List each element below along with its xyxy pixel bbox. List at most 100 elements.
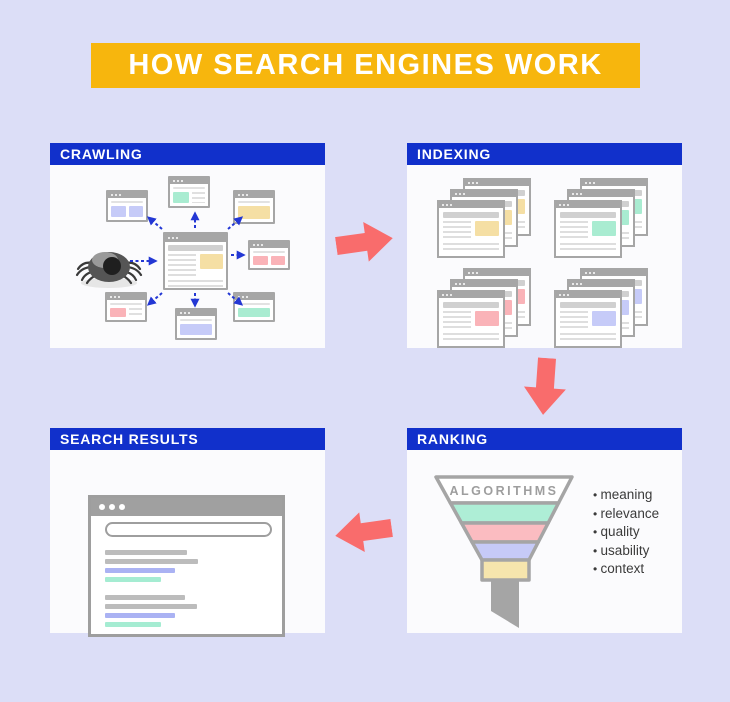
panel-search-results: SEARCH RESULTS [50, 428, 325, 637]
text-lines [192, 192, 205, 203]
window-dots-icon [107, 294, 145, 300]
text-line [253, 251, 285, 253]
content-block [110, 308, 127, 317]
content-block [199, 254, 223, 269]
window-content [107, 300, 145, 320]
text-line [110, 303, 142, 305]
window-dots-icon [569, 281, 633, 287]
arrow-ranking-to-results-icon [335, 512, 393, 552]
window-content [170, 184, 208, 206]
browser-window [554, 290, 622, 348]
panel-ranking-body: ALGORITHMS meaning relevance quality usa… [407, 450, 682, 633]
panel-crawling-body [50, 165, 325, 348]
text-line [173, 187, 205, 189]
browser-window [233, 190, 275, 224]
window-content [108, 198, 146, 220]
title-banner: HOW SEARCH ENGINES WORK [91, 43, 640, 88]
panel-crawling-header: CRAWLING [50, 143, 325, 165]
criteria-item: usability [593, 542, 659, 561]
panel-indexing-header: INDEXING [407, 143, 682, 165]
window-content [165, 242, 226, 290]
browser-window [168, 176, 210, 208]
content-block [173, 192, 190, 203]
window-dots-icon [250, 242, 288, 248]
browser-window [175, 308, 217, 340]
funnel-label: ALGORITHMS [449, 484, 558, 498]
funnel-icon: ALGORITHMS [434, 475, 574, 628]
browser-window [106, 190, 148, 222]
search-result-item [105, 550, 282, 582]
panel-indexing-body [407, 165, 682, 348]
panel-search-results-body [50, 450, 325, 637]
window-dots-icon [439, 292, 503, 298]
result-title-line [105, 595, 185, 600]
result-url-line [105, 577, 161, 582]
arrow-crawling-to-indexing-icon [335, 222, 393, 262]
result-link-line [105, 613, 175, 618]
text-line [238, 303, 270, 305]
page-title: HOW SEARCH ENGINES WORK [128, 49, 603, 81]
content-block [253, 256, 268, 265]
content-block [128, 206, 143, 217]
window-dots-icon [91, 498, 282, 516]
window-dots-icon [108, 192, 146, 198]
window-dots-icon [582, 270, 646, 276]
browser-window [437, 290, 505, 348]
window-dots-icon [177, 310, 215, 316]
browser-window [554, 200, 622, 258]
arrow-indexing-to-ranking-icon [523, 357, 566, 415]
window-dots-icon [165, 234, 226, 242]
panel-search-results-header: SEARCH RESULTS [50, 428, 325, 450]
text-line [111, 201, 143, 203]
criteria-item: meaning [593, 486, 659, 505]
result-title-line [105, 550, 187, 555]
browser-window [105, 292, 147, 322]
spider-icon [75, 252, 143, 288]
result-title-line [105, 604, 197, 609]
window-dots-icon [452, 191, 516, 197]
window-dots-icon [556, 292, 620, 298]
content-block [270, 256, 285, 265]
criteria-item: relevance [593, 505, 660, 524]
window-dots-icon [235, 192, 273, 198]
text-line [180, 319, 212, 321]
result-title-line [105, 559, 198, 564]
browser-window [437, 200, 505, 258]
content-block [238, 206, 270, 219]
results-browser-window [88, 495, 285, 637]
criteria-item: quality [593, 523, 659, 542]
criteria-item: context [593, 560, 659, 579]
indexed-pages-stack [437, 268, 531, 348]
panel-crawling: CRAWLING [50, 143, 325, 348]
window-content [177, 316, 215, 338]
text-lines [168, 280, 223, 287]
text-lines [129, 308, 142, 317]
window-dots-icon [452, 281, 516, 287]
window-dots-icon [569, 191, 633, 197]
window-content [235, 198, 273, 222]
panel-ranking: RANKING ALGORITHMS meaning relevance qua… [407, 428, 682, 633]
content-block [111, 206, 126, 217]
window-content [250, 248, 288, 268]
window-dots-icon [556, 202, 620, 208]
header-bar [168, 245, 223, 251]
result-link-line [105, 568, 175, 573]
indexed-pages-stack [554, 178, 648, 258]
window-dots-icon [170, 178, 208, 184]
text-line [238, 201, 270, 203]
browser-window [233, 292, 275, 322]
content-block [238, 308, 270, 317]
panel-indexing: INDEXING [407, 143, 682, 348]
content-block [180, 324, 212, 335]
result-url-line [105, 622, 161, 627]
search-bar [105, 522, 272, 537]
window-dots-icon [465, 180, 529, 186]
indexed-pages-stack [554, 268, 648, 348]
window-content [235, 300, 273, 320]
search-result-item [105, 595, 282, 627]
window-dots-icon [465, 270, 529, 276]
indexed-pages-stack [437, 178, 531, 258]
window-dots-icon [582, 180, 646, 186]
text-lines [168, 254, 196, 277]
